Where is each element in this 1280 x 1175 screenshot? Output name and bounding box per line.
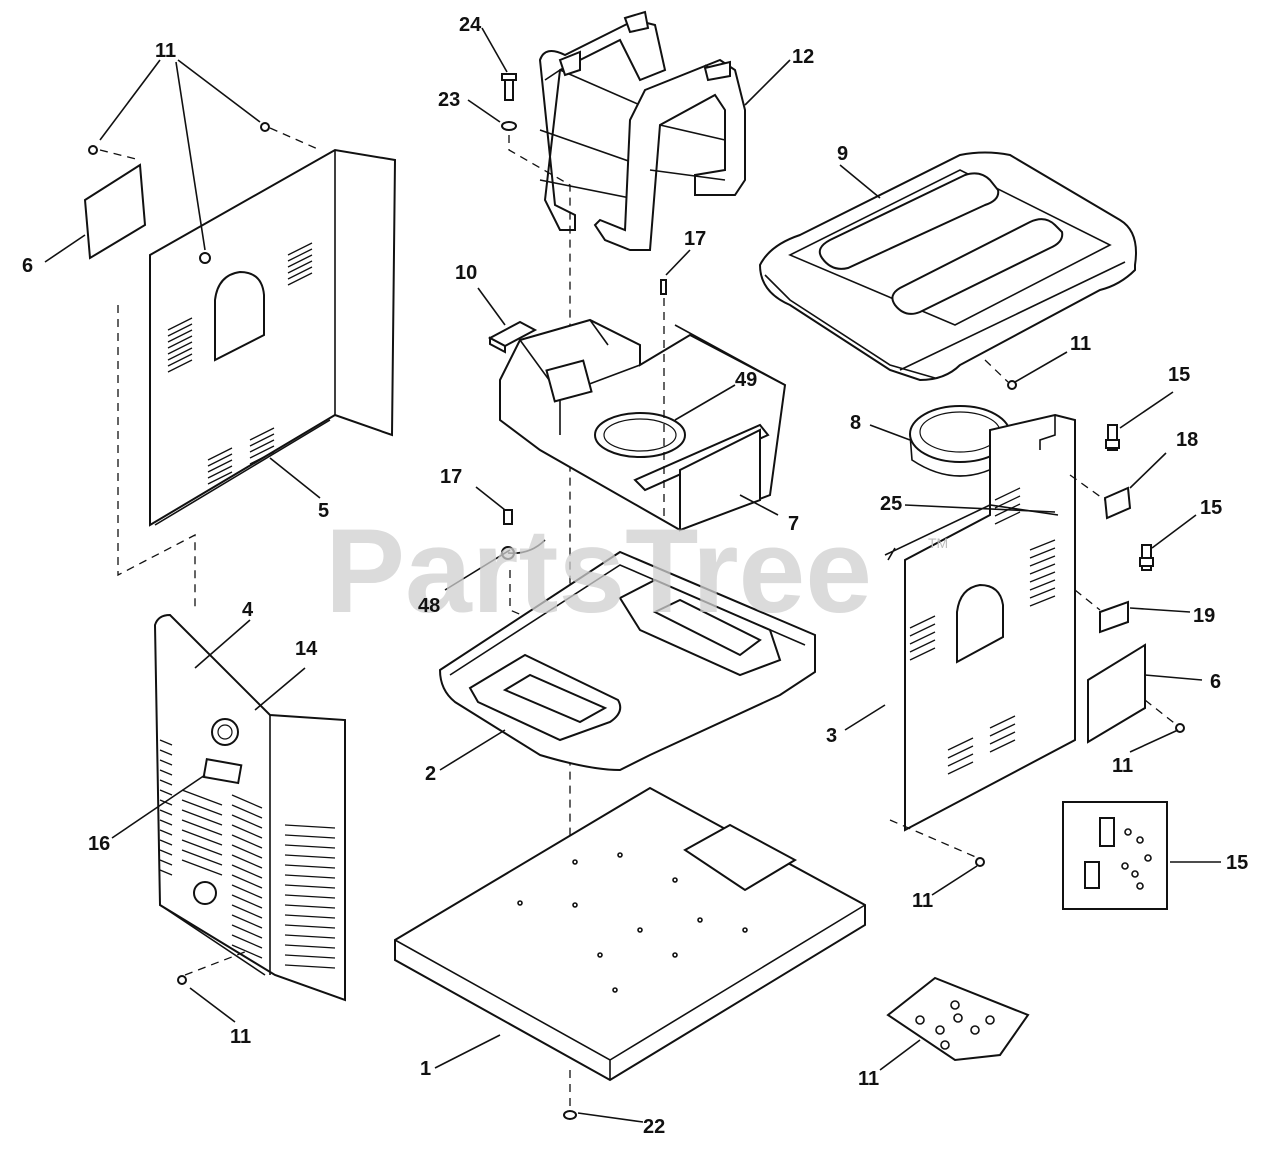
part-48-wire — [501, 539, 546, 560]
part-49-ring — [594, 412, 686, 458]
callout-14: 14 — [295, 638, 318, 660]
callout-15: 15 — [1226, 852, 1248, 874]
screws-part-11 — [88, 122, 1185, 985]
part-6-cover-plate-right — [1087, 643, 1146, 744]
callout-22: 22 — [643, 1116, 665, 1138]
callout-11: 11 — [230, 1026, 251, 1048]
callout-15: 15 — [1168, 364, 1190, 386]
callout-11: 11 — [912, 890, 933, 912]
callout-11: 11 — [858, 1068, 879, 1090]
part-19-label — [1099, 600, 1129, 634]
callout-11: 11 — [1112, 755, 1133, 777]
part-18-label — [1103, 486, 1132, 520]
part-24-bolt — [501, 73, 517, 101]
callout-6: 6 — [1210, 671, 1221, 693]
callout-12: 12 — [792, 46, 814, 68]
part-22-nut — [563, 1110, 577, 1120]
callout-4: 4 — [242, 599, 254, 621]
part-23-washer — [501, 121, 517, 131]
part-1-base-plate — [394, 786, 866, 1082]
callout-16: 16 — [88, 833, 110, 855]
callout-49: 49 — [735, 369, 757, 391]
part-4-louvers — [159, 739, 336, 969]
part-3-enclosure — [884, 413, 1076, 832]
watermark-text: PartsTree — [325, 504, 872, 638]
part-3-louvers — [909, 487, 1056, 775]
callout-15: 15 — [1200, 497, 1222, 519]
part-11-hardware-bag — [886, 976, 1030, 1062]
callout-labels: 11 6 5 4 14 16 11 24 23 12 9 10 17 49 11… — [22, 14, 1248, 1138]
part-1-holes — [517, 852, 748, 993]
callout-23: 23 — [438, 89, 460, 111]
part-15-hardware-kit — [1062, 801, 1168, 910]
callout-11: 11 — [155, 40, 176, 62]
callout-2: 2 — [425, 763, 436, 785]
part-4-front-panel — [153, 613, 346, 1002]
callout-6: 6 — [22, 255, 33, 277]
callout-17: 17 — [684, 228, 706, 250]
callout-19: 19 — [1193, 605, 1215, 627]
part-6-cover-plate-left — [83, 163, 147, 260]
part-17-screw-left — [503, 509, 513, 525]
callout-5: 5 — [318, 500, 329, 522]
callout-11: 11 — [1070, 333, 1091, 355]
callout-1: 1 — [420, 1058, 431, 1080]
part-5-back-panel — [149, 148, 397, 527]
part-5-louvers — [167, 242, 313, 485]
callout-7: 7 — [788, 513, 799, 535]
part-15-pin-upper — [1105, 424, 1120, 451]
part-17-screw-top — [660, 279, 667, 295]
callout-18: 18 — [1176, 429, 1198, 451]
leader-lines — [44, 27, 1221, 1123]
callout-8: 8 — [850, 412, 861, 434]
callout-48: 48 — [418, 595, 440, 617]
part-12-handle-frame — [538, 10, 746, 251]
part-15-pin-middle — [1139, 544, 1154, 571]
callout-24: 24 — [459, 14, 482, 36]
watermark-trademark: TM — [928, 535, 948, 551]
part-2-base-tray — [438, 550, 816, 772]
part-10-component — [487, 320, 538, 354]
part-9-cover — [758, 151, 1137, 382]
callout-10: 10 — [455, 262, 477, 284]
callout-25: 25 — [880, 493, 902, 515]
callout-17: 17 — [440, 466, 462, 488]
watermark: PartsTree TM — [325, 504, 948, 638]
callout-3: 3 — [826, 725, 837, 747]
callout-9: 9 — [837, 143, 848, 165]
